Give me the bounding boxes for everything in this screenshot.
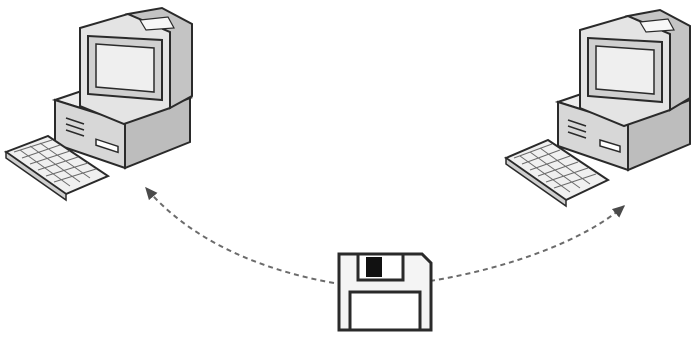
floppy-disk <box>337 252 433 332</box>
monitor-left <box>79 6 193 126</box>
floppy-label <box>348 290 422 332</box>
keyboard-right <box>503 138 611 208</box>
connector-disk-to-right <box>429 205 626 282</box>
computer-left <box>3 6 194 202</box>
computer-right <box>503 8 691 208</box>
connector-disk-to-left <box>145 186 335 284</box>
monitor-right <box>579 8 691 128</box>
floppy-shutter-window <box>366 257 382 277</box>
keyboard-left <box>3 134 111 202</box>
